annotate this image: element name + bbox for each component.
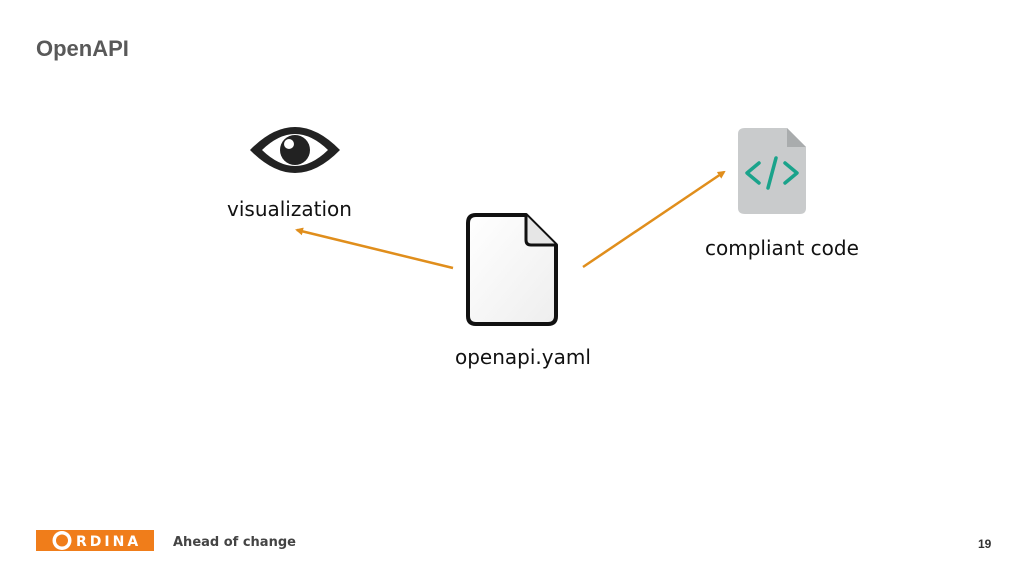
- code-file-icon: [738, 128, 806, 214]
- logo-text: RDINA: [76, 534, 141, 550]
- arrow-spec-to-code: [582, 170, 726, 269]
- eye-icon: [250, 127, 340, 173]
- compliant-code-label: compliant code: [705, 236, 859, 260]
- tagline: Ahead of change: [173, 535, 296, 550]
- ordina-logo: RDINA: [36, 530, 154, 551]
- page-number: 19: [978, 537, 992, 551]
- visualization-label: visualization: [227, 197, 352, 221]
- openapi-yaml-label: openapi.yaml: [455, 345, 591, 369]
- slide-title: OpenAPI: [36, 36, 129, 61]
- document-icon: [466, 213, 558, 326]
- arrow-spec-to-visualization: [295, 227, 454, 270]
